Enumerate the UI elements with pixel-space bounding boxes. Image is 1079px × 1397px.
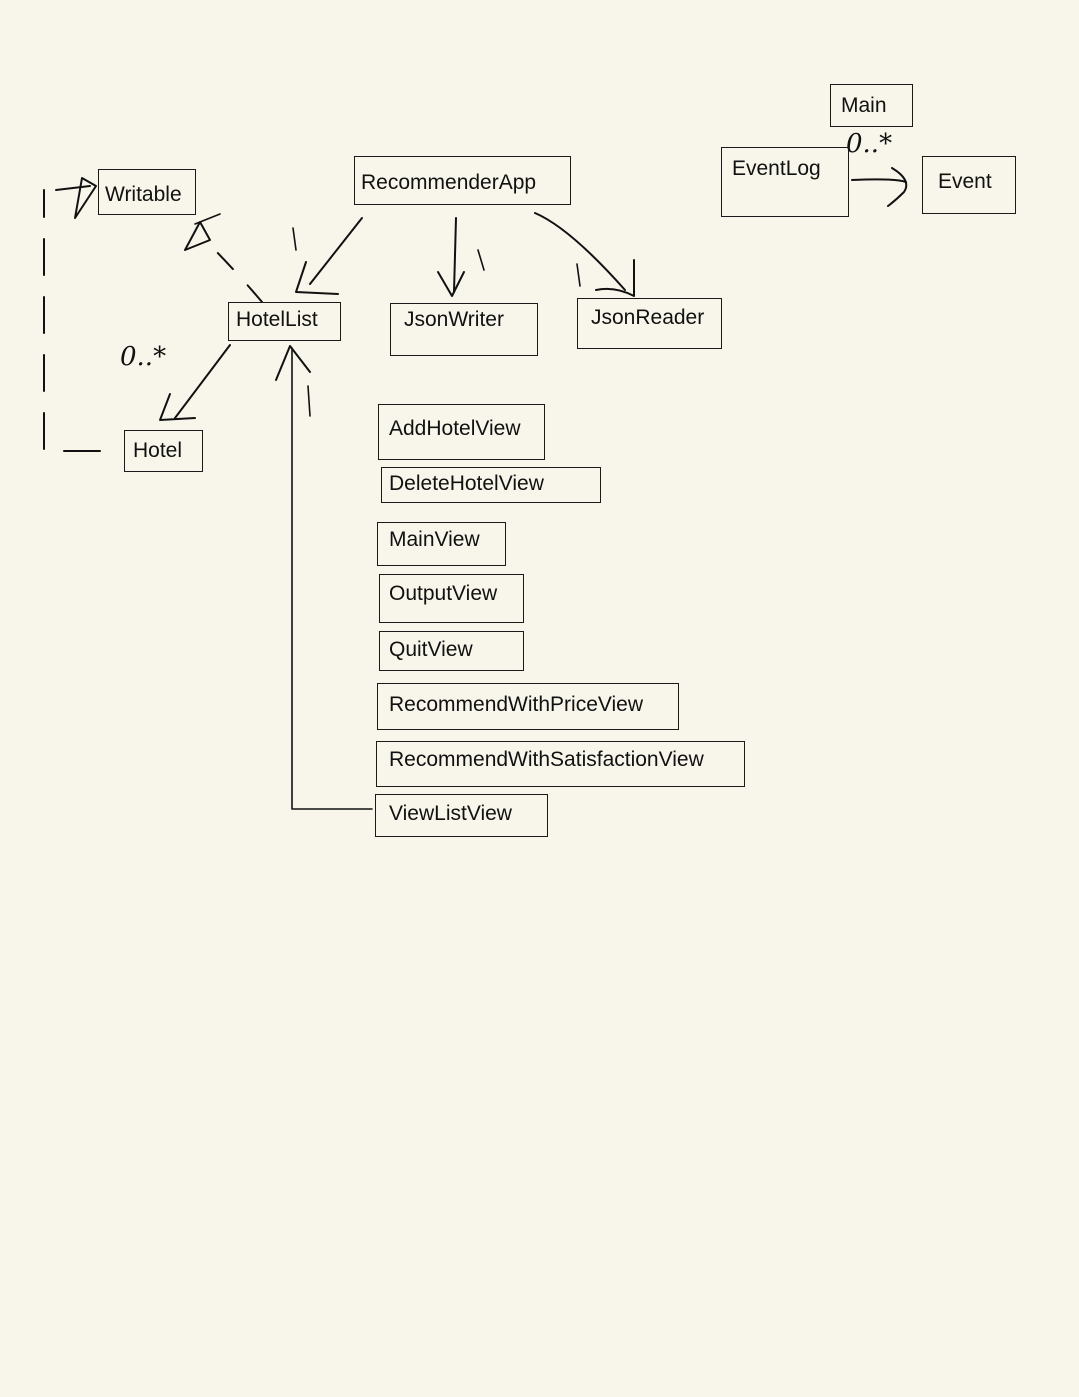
class-viewlistview: ViewListView [375, 794, 548, 837]
class-recommendwithpriceview: RecommendWithPriceView [377, 683, 679, 730]
eventlog-event-arrowhead [887, 167, 908, 207]
hotellist-hotel-multiplicity: 0..* [120, 342, 166, 372]
class-mainview: MainView [377, 522, 506, 566]
class-addhotelview: AddHotelView [378, 404, 545, 460]
app-jsonreader-line [534, 212, 626, 291]
class-outputview: OutputView [379, 574, 524, 623]
class-recommendwithsatisfactionview: RecommendWithSatisfactionView [376, 741, 745, 787]
viewlist-hotellist-line [291, 347, 373, 810]
class-event: Event [922, 156, 1016, 214]
class-eventlog: EventLog [721, 147, 849, 217]
hotel-writable-triangle [74, 177, 97, 219]
hotellist-writable-dashed-line [204, 239, 263, 303]
class-hotellist: HotelList [228, 302, 341, 341]
eventlog-event-line [851, 178, 907, 183]
class-quitview: QuitView [379, 631, 524, 671]
app-jsonreader-multiplicity [576, 263, 581, 287]
viewlist-hotellist-multiplicity [307, 385, 311, 417]
app-hotellist-multiplicity [292, 227, 297, 251]
class-jsonwriter: JsonWriter [390, 303, 538, 356]
hotellist-hotel-line [174, 344, 231, 419]
hotel-writable-dashed-line [43, 189, 101, 452]
writable-triangle-arrowhead-1 [184, 221, 211, 251]
class-main: Main [830, 84, 913, 127]
class-writable: Writable [98, 169, 196, 215]
class-deletehotelview: DeleteHotelView [381, 467, 601, 503]
app-jsonreader-arrowhead [595, 259, 635, 297]
hotellist-hotel-arrowhead [159, 393, 196, 421]
class-recommenderapp: RecommenderApp [354, 156, 571, 205]
class-jsonreader: JsonReader [577, 298, 722, 349]
eventlog-event-multiplicity: 0..* [846, 129, 892, 159]
app-jsonwriter-arrowhead [437, 271, 465, 297]
viewlist-hotellist-arrowhead [275, 345, 311, 381]
app-jsonwriter-line [453, 217, 457, 293]
writable-triangle-arrowhead-2 [194, 213, 221, 225]
class-hotel: Hotel [124, 430, 203, 472]
app-hotellist-line [309, 217, 363, 285]
app-hotellist-arrowhead [295, 261, 339, 295]
app-jsonwriter-tick [477, 249, 485, 271]
hotel-writable-connector [55, 185, 91, 191]
